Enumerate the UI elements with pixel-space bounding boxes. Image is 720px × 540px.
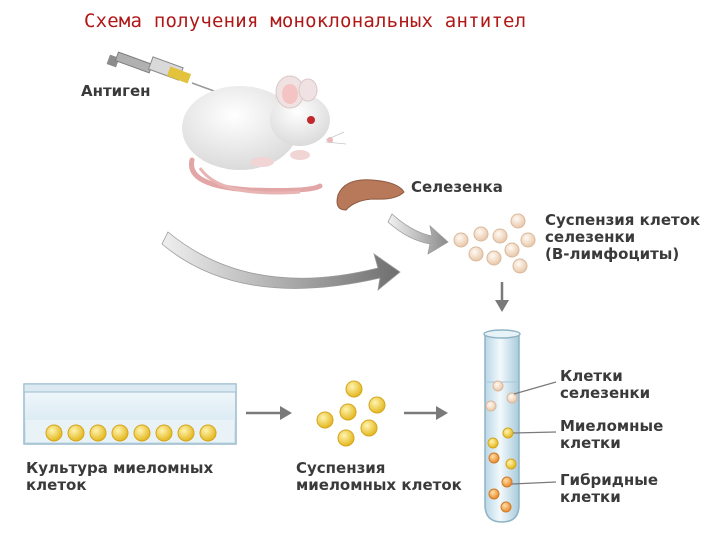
- spleen-cell-suspension: [453, 213, 536, 274]
- spleen-to-cells-arrow: [387, 213, 449, 255]
- sweep-arrow: [161, 231, 401, 291]
- tube-myeloma-cells: [487, 427, 517, 470]
- label-spleen-suspension: Суспензия клеток селезенки (В-лимфоциты): [545, 212, 700, 263]
- label-myeloma-suspension-line1: Суспензия: [296, 459, 386, 477]
- label-myeloma-culture-line1: Культура миеломных: [26, 459, 214, 477]
- leader-lines: [511, 381, 557, 485]
- myeloma-cell-suspension: [316, 380, 386, 447]
- dish-myeloma-cells: [45, 424, 217, 442]
- tube-spleen-cells: [485, 380, 518, 412]
- down-arrow: [495, 282, 509, 312]
- label-tube-spleen-cells-line1: Клетки: [560, 367, 623, 385]
- spleen-icon: [336, 179, 405, 211]
- label-tube-myeloma-cells-line2: клетки: [560, 434, 621, 452]
- label-myeloma-suspension: Суспензия миеломных клеток: [296, 460, 462, 494]
- label-tube-spleen-cells-line2: селезенки: [560, 384, 651, 402]
- label-tube-spleen-cells: Клетки селезенки: [560, 368, 650, 402]
- suspension-to-tube-arrow: [404, 406, 448, 420]
- label-tube-myeloma-cells: Миеломные клетки: [560, 418, 663, 452]
- label-myeloma-culture-line2: клеток: [26, 476, 87, 494]
- syringe-icon: [106, 51, 226, 96]
- label-myeloma-suspension-line2: миеломных клеток: [296, 476, 462, 494]
- label-tube-hybrid-cells-line2: клетки: [560, 488, 621, 506]
- label-myeloma-culture: Культура миеломных клеток: [26, 460, 213, 494]
- mouse-icon: [182, 75, 347, 195]
- dish-to-suspension-arrow: [246, 406, 292, 420]
- diagram-title: Схема получения моноклональных антител: [84, 10, 527, 32]
- label-antigen: Антиген: [81, 82, 151, 100]
- tube-hybrid-cells: [488, 452, 513, 513]
- label-tube-hybrid-cells: Гибридные клетки: [560, 472, 658, 506]
- label-tube-myeloma-cells-line1: Миеломные: [560, 417, 664, 435]
- label-spleen-suspension-line2: селезенки: [545, 228, 636, 246]
- label-spleen-suspension-line3: (В-лимфоциты): [545, 245, 680, 263]
- label-spleen-suspension-line1: Суспензия клеток: [545, 211, 701, 229]
- label-tube-hybrid-cells-line1: Гибридные: [560, 471, 659, 489]
- test-tube: [483, 329, 521, 523]
- label-spleen: Селезенка: [411, 178, 503, 196]
